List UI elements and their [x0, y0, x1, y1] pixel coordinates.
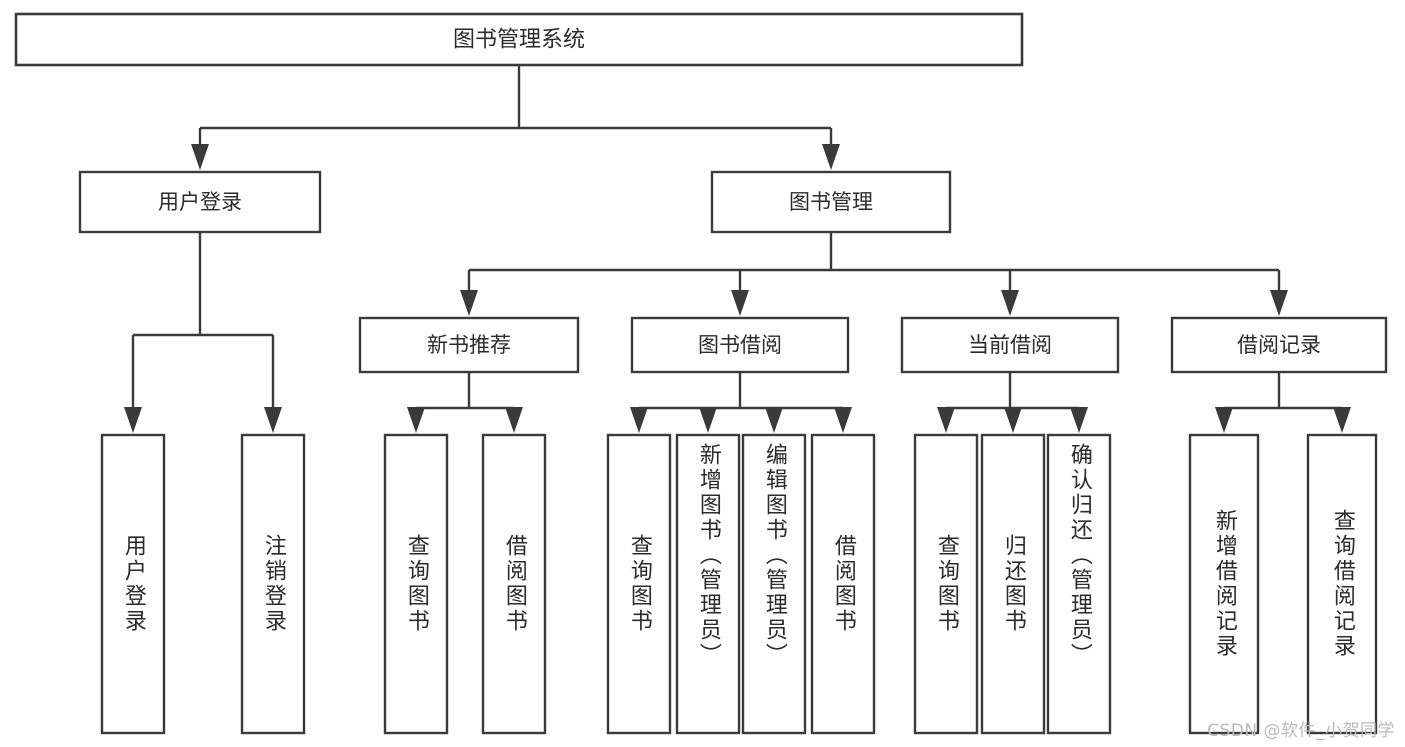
leaf-node-7-box	[810, 433, 876, 735]
leaf-node-8-box	[913, 433, 979, 735]
leaf-node-2-box	[383, 433, 449, 735]
leaf-node-5-box	[675, 433, 741, 735]
level3-node-2-box	[900, 316, 1120, 374]
arrow-head-icon	[731, 290, 749, 316]
level2-node-1-box	[710, 170, 952, 234]
arrow-head-icon	[407, 407, 425, 433]
arrow-head-icon	[264, 407, 282, 433]
level3-node-2-label: 当前借阅	[968, 333, 1052, 357]
root-node-label: 图书管理系统	[453, 28, 585, 53]
arrow-head-icon	[1004, 407, 1022, 433]
leaf-node-4-box	[606, 433, 672, 735]
arrow-head-icon	[460, 290, 478, 316]
level3-node-3-box	[1170, 316, 1388, 374]
leaf-node-6-box	[741, 433, 807, 735]
arrow-head-icon	[1215, 407, 1233, 433]
arrow-head-icon	[1333, 407, 1351, 433]
node-box-layer	[14, 12, 1388, 735]
leaf-node-0-box	[100, 433, 166, 735]
watermark: CSDN @软件_小贺同学	[1207, 721, 1395, 741]
arrow-head-icon	[765, 407, 783, 433]
arrow-head-icon	[1270, 290, 1288, 316]
arrow-head-icon	[124, 407, 142, 433]
arrow-head-icon	[505, 407, 523, 433]
leaf-node-11-box	[1188, 433, 1260, 735]
leaf-node-12-box	[1306, 433, 1378, 735]
arrow-head-icon	[834, 407, 852, 433]
leaf-node-1-box	[240, 433, 306, 735]
leaf-node-9-box	[980, 433, 1046, 735]
level2-node-0-box	[78, 170, 322, 234]
arrow-head-icon	[191, 144, 209, 170]
arrow-head-icon	[630, 407, 648, 433]
arrow-head-icon	[1070, 407, 1088, 433]
level2-node-1-label: 图书管理	[789, 190, 873, 214]
level3-node-3-label: 借阅记录	[1237, 333, 1321, 357]
level3-node-0-box	[358, 316, 580, 374]
root-node-box	[14, 12, 1024, 67]
level3-node-1-label: 图书借阅	[698, 333, 782, 357]
connector-layer	[124, 65, 1351, 433]
level3-node-1-box	[630, 316, 850, 374]
arrow-head-icon	[937, 407, 955, 433]
arrow-head-icon	[699, 407, 717, 433]
level2-node-0-label: 用户登录	[158, 190, 242, 214]
leaf-node-3-box	[481, 433, 547, 735]
arrow-head-icon	[1001, 290, 1019, 316]
level3-node-0-label: 新书推荐	[427, 333, 511, 357]
arrow-head-icon	[822, 144, 840, 170]
leaf-node-10-box	[1046, 433, 1112, 735]
